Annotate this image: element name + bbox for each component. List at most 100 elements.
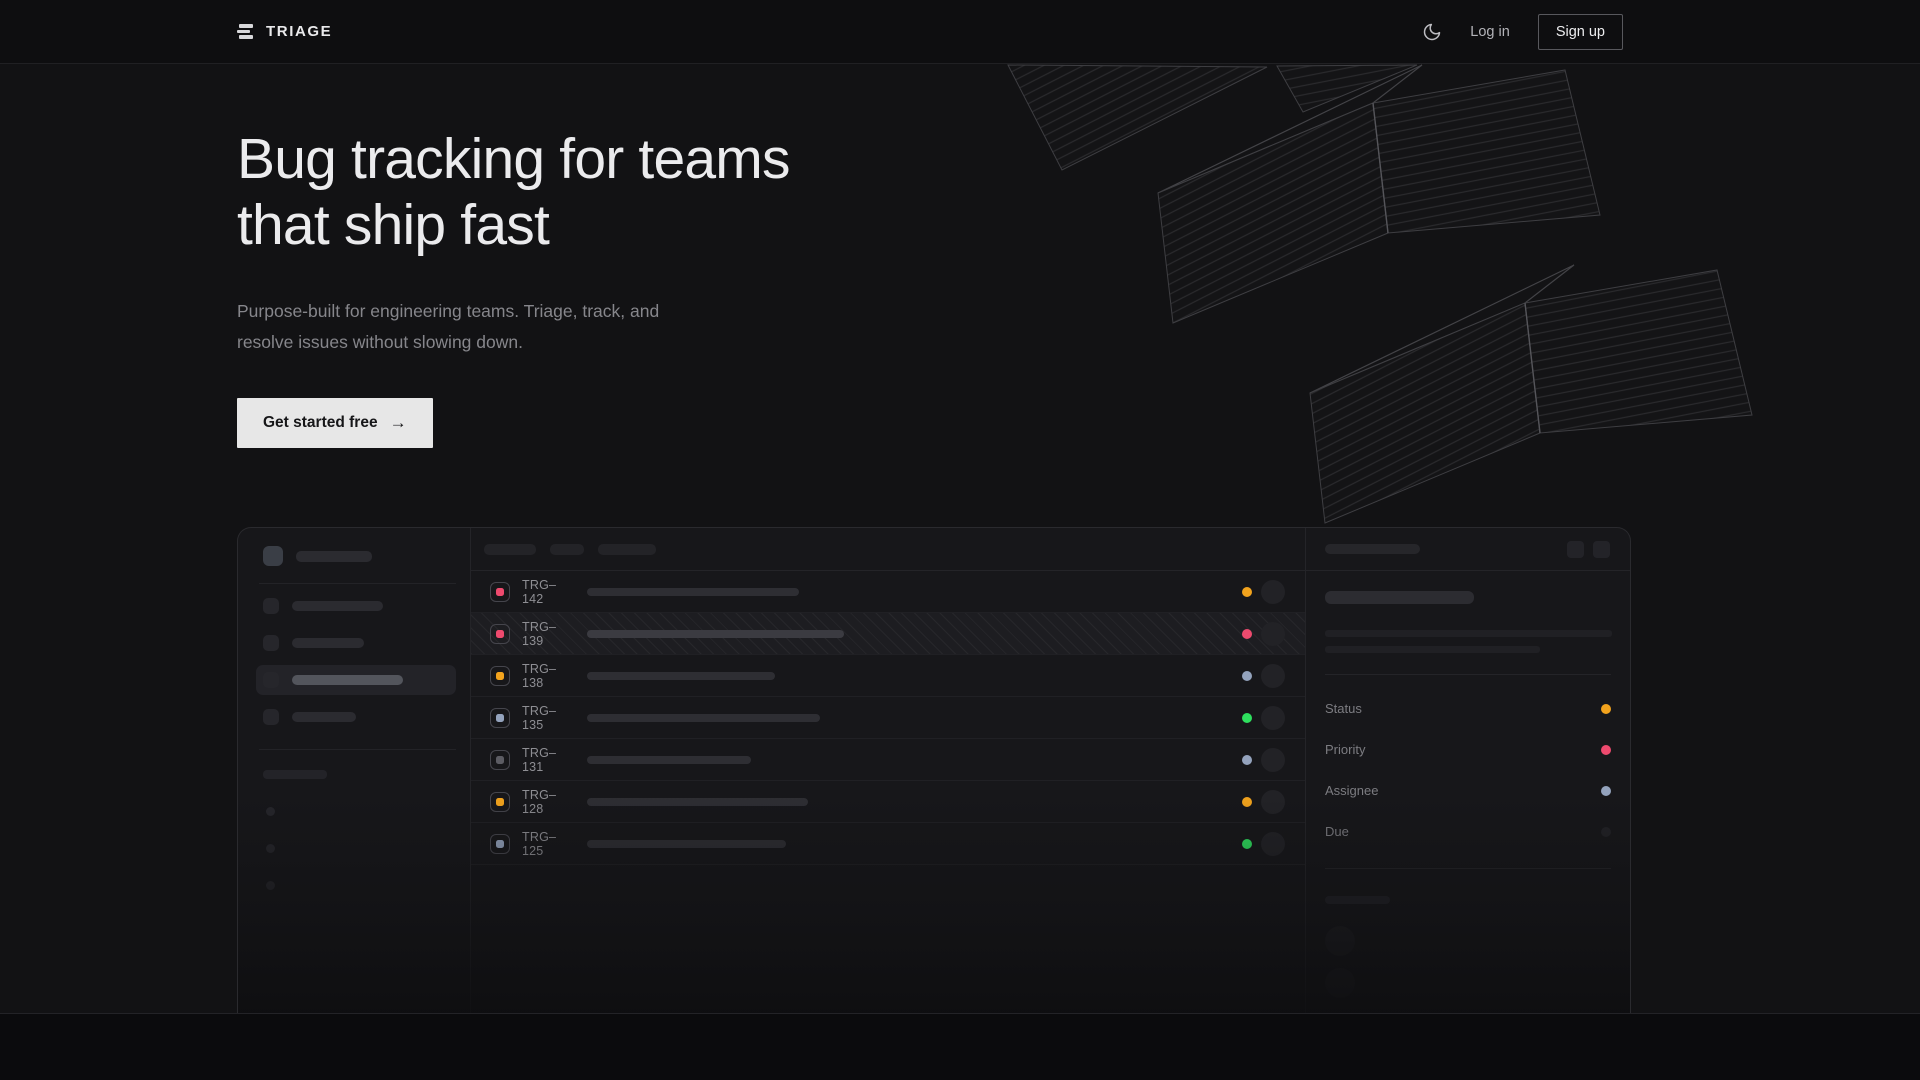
issue-title-skeleton — [587, 755, 751, 764]
issue-title-skeleton — [587, 839, 786, 848]
workspace-icon — [263, 546, 283, 566]
issue-row[interactable]: TRG–135 — [471, 697, 1305, 739]
detail-field[interactable]: Due — [1325, 824, 1611, 839]
detail-title-skeleton — [1325, 591, 1474, 604]
issue-row[interactable]: TRG–128 — [471, 781, 1305, 823]
issue-id: TRG–142 — [522, 577, 557, 606]
hero-title-line1: Bug tracking for teams — [237, 127, 790, 191]
status-dot — [1242, 628, 1252, 639]
assignee-avatar — [1261, 579, 1285, 604]
theme-toggle-button[interactable] — [1422, 22, 1442, 42]
signup-button[interactable]: Sign up — [1537, 13, 1623, 50]
detail-header-buttons — [1567, 540, 1610, 558]
assignee-avatar — [1261, 831, 1285, 856]
issue-title-skeleton — [587, 629, 844, 638]
hero-title-line2: that ship fast — [237, 193, 550, 257]
detail-field-label: Assignee — [1325, 783, 1379, 798]
sidebar-dot-skeleton — [266, 881, 275, 890]
sidebar-dot-skeleton — [266, 844, 275, 853]
detail-description-skeleton — [1325, 646, 1540, 653]
issue-id: TRG–128 — [522, 787, 557, 816]
issue-row[interactable]: TRG–142 — [471, 571, 1305, 613]
issue-row[interactable]: TRG–139 — [471, 613, 1305, 655]
issue-id: TRG–125 — [522, 829, 557, 858]
issue-type-icon — [490, 665, 510, 686]
workspace-name-skeleton — [296, 550, 372, 562]
mockup-detail-panel: Status Priority Assignee Due — [1305, 528, 1630, 1013]
detail-header — [1306, 528, 1630, 571]
assignee-avatar — [1261, 663, 1285, 688]
sidebar-divider — [259, 749, 456, 750]
issue-id: TRG–139 — [522, 619, 557, 648]
triage-logo-icon — [237, 24, 253, 39]
detail-field[interactable]: Assignee — [1325, 783, 1611, 798]
issue-title-skeleton — [587, 671, 775, 680]
nav-actions: Log in Sign up — [1422, 13, 1623, 50]
assignee-avatar — [1261, 705, 1285, 730]
issue-id: TRG–138 — [522, 661, 557, 690]
detail-fields: Status Priority Assignee Due — [1325, 701, 1611, 839]
issue-type-icon — [490, 791, 510, 812]
sidebar-item-skeleton — [256, 591, 456, 621]
issue-type-icon — [490, 707, 510, 728]
sidebar-item-skeleton — [256, 628, 456, 658]
detail-field-dot — [1601, 744, 1611, 755]
detail-divider — [1325, 674, 1611, 675]
detail-divider — [1325, 868, 1611, 869]
hero-subtitle: Purpose-built for engineering teams. Tri… — [237, 296, 1920, 358]
assignee-avatar — [1261, 789, 1285, 814]
status-dot — [1242, 838, 1252, 849]
mockup-workspace-switcher — [263, 546, 456, 566]
hero-subtitle-line2: resolve issues without slowing down. — [237, 332, 523, 352]
brand-name: TRIAGE — [266, 23, 333, 40]
status-dot — [1242, 586, 1252, 597]
assignee-avatar — [1261, 747, 1285, 772]
hero-subtitle-line1: Purpose-built for engineering teams. Tri… — [237, 301, 660, 321]
detail-field-dot — [1601, 785, 1611, 796]
issue-row[interactable]: TRG–125 — [471, 823, 1305, 865]
issue-list-header — [471, 528, 1305, 571]
issue-id: TRG–135 — [522, 703, 557, 732]
issue-title-skeleton — [587, 713, 820, 722]
detail-field[interactable]: Status — [1325, 701, 1611, 716]
sidebar-section-label-skeleton — [263, 770, 327, 779]
issue-title-skeleton — [587, 587, 799, 596]
detail-field-label: Status — [1325, 701, 1362, 716]
top-nav: TRIAGE Log in Sign up — [0, 0, 1920, 64]
sidebar-item-skeleton-active — [256, 665, 456, 695]
detail-field-dot — [1601, 826, 1611, 837]
get-started-label: Get started free — [263, 414, 378, 431]
brand: TRIAGE — [237, 23, 332, 40]
detail-field-dot — [1601, 703, 1611, 714]
detail-description-skeleton — [1325, 630, 1612, 637]
status-dot — [1242, 796, 1252, 807]
issue-rows: TRG–142 TRG–139 TRG–138 TRG–135 TRG–131 — [471, 571, 1305, 865]
mockup-issue-list: TRG–142 TRG–139 TRG–138 TRG–135 TRG–131 — [471, 528, 1305, 1013]
detail-header-skeleton — [1325, 544, 1420, 554]
page-footer — [0, 1013, 1920, 1080]
issue-type-icon — [490, 623, 510, 644]
arrow-right-icon: → — [389, 413, 407, 432]
issue-title-skeleton — [587, 797, 808, 806]
detail-field[interactable]: Priority — [1325, 742, 1611, 757]
status-dot — [1242, 712, 1252, 723]
detail-button-skeleton — [1593, 540, 1610, 558]
sidebar-dot-skeleton — [266, 807, 275, 816]
moon-icon — [1424, 23, 1441, 40]
issue-type-icon — [490, 749, 510, 770]
get-started-button[interactable]: Get started free → — [237, 398, 433, 448]
login-link[interactable]: Log in — [1470, 23, 1510, 40]
issue-type-icon — [490, 833, 510, 854]
app-mockup: TRG–142 TRG–139 TRG–138 TRG–135 TRG–131 — [237, 527, 1631, 1013]
detail-field-label: Due — [1325, 824, 1349, 839]
sidebar-item-skeleton — [256, 702, 456, 732]
list-tab-skeleton — [484, 543, 536, 555]
list-tab-skeleton — [598, 543, 656, 555]
issue-row[interactable]: TRG–138 — [471, 655, 1305, 697]
list-tab-skeleton — [550, 543, 584, 555]
issue-row[interactable]: TRG–131 — [471, 739, 1305, 781]
detail-activity-label-skeleton — [1325, 896, 1390, 904]
detail-button-skeleton — [1567, 540, 1584, 558]
